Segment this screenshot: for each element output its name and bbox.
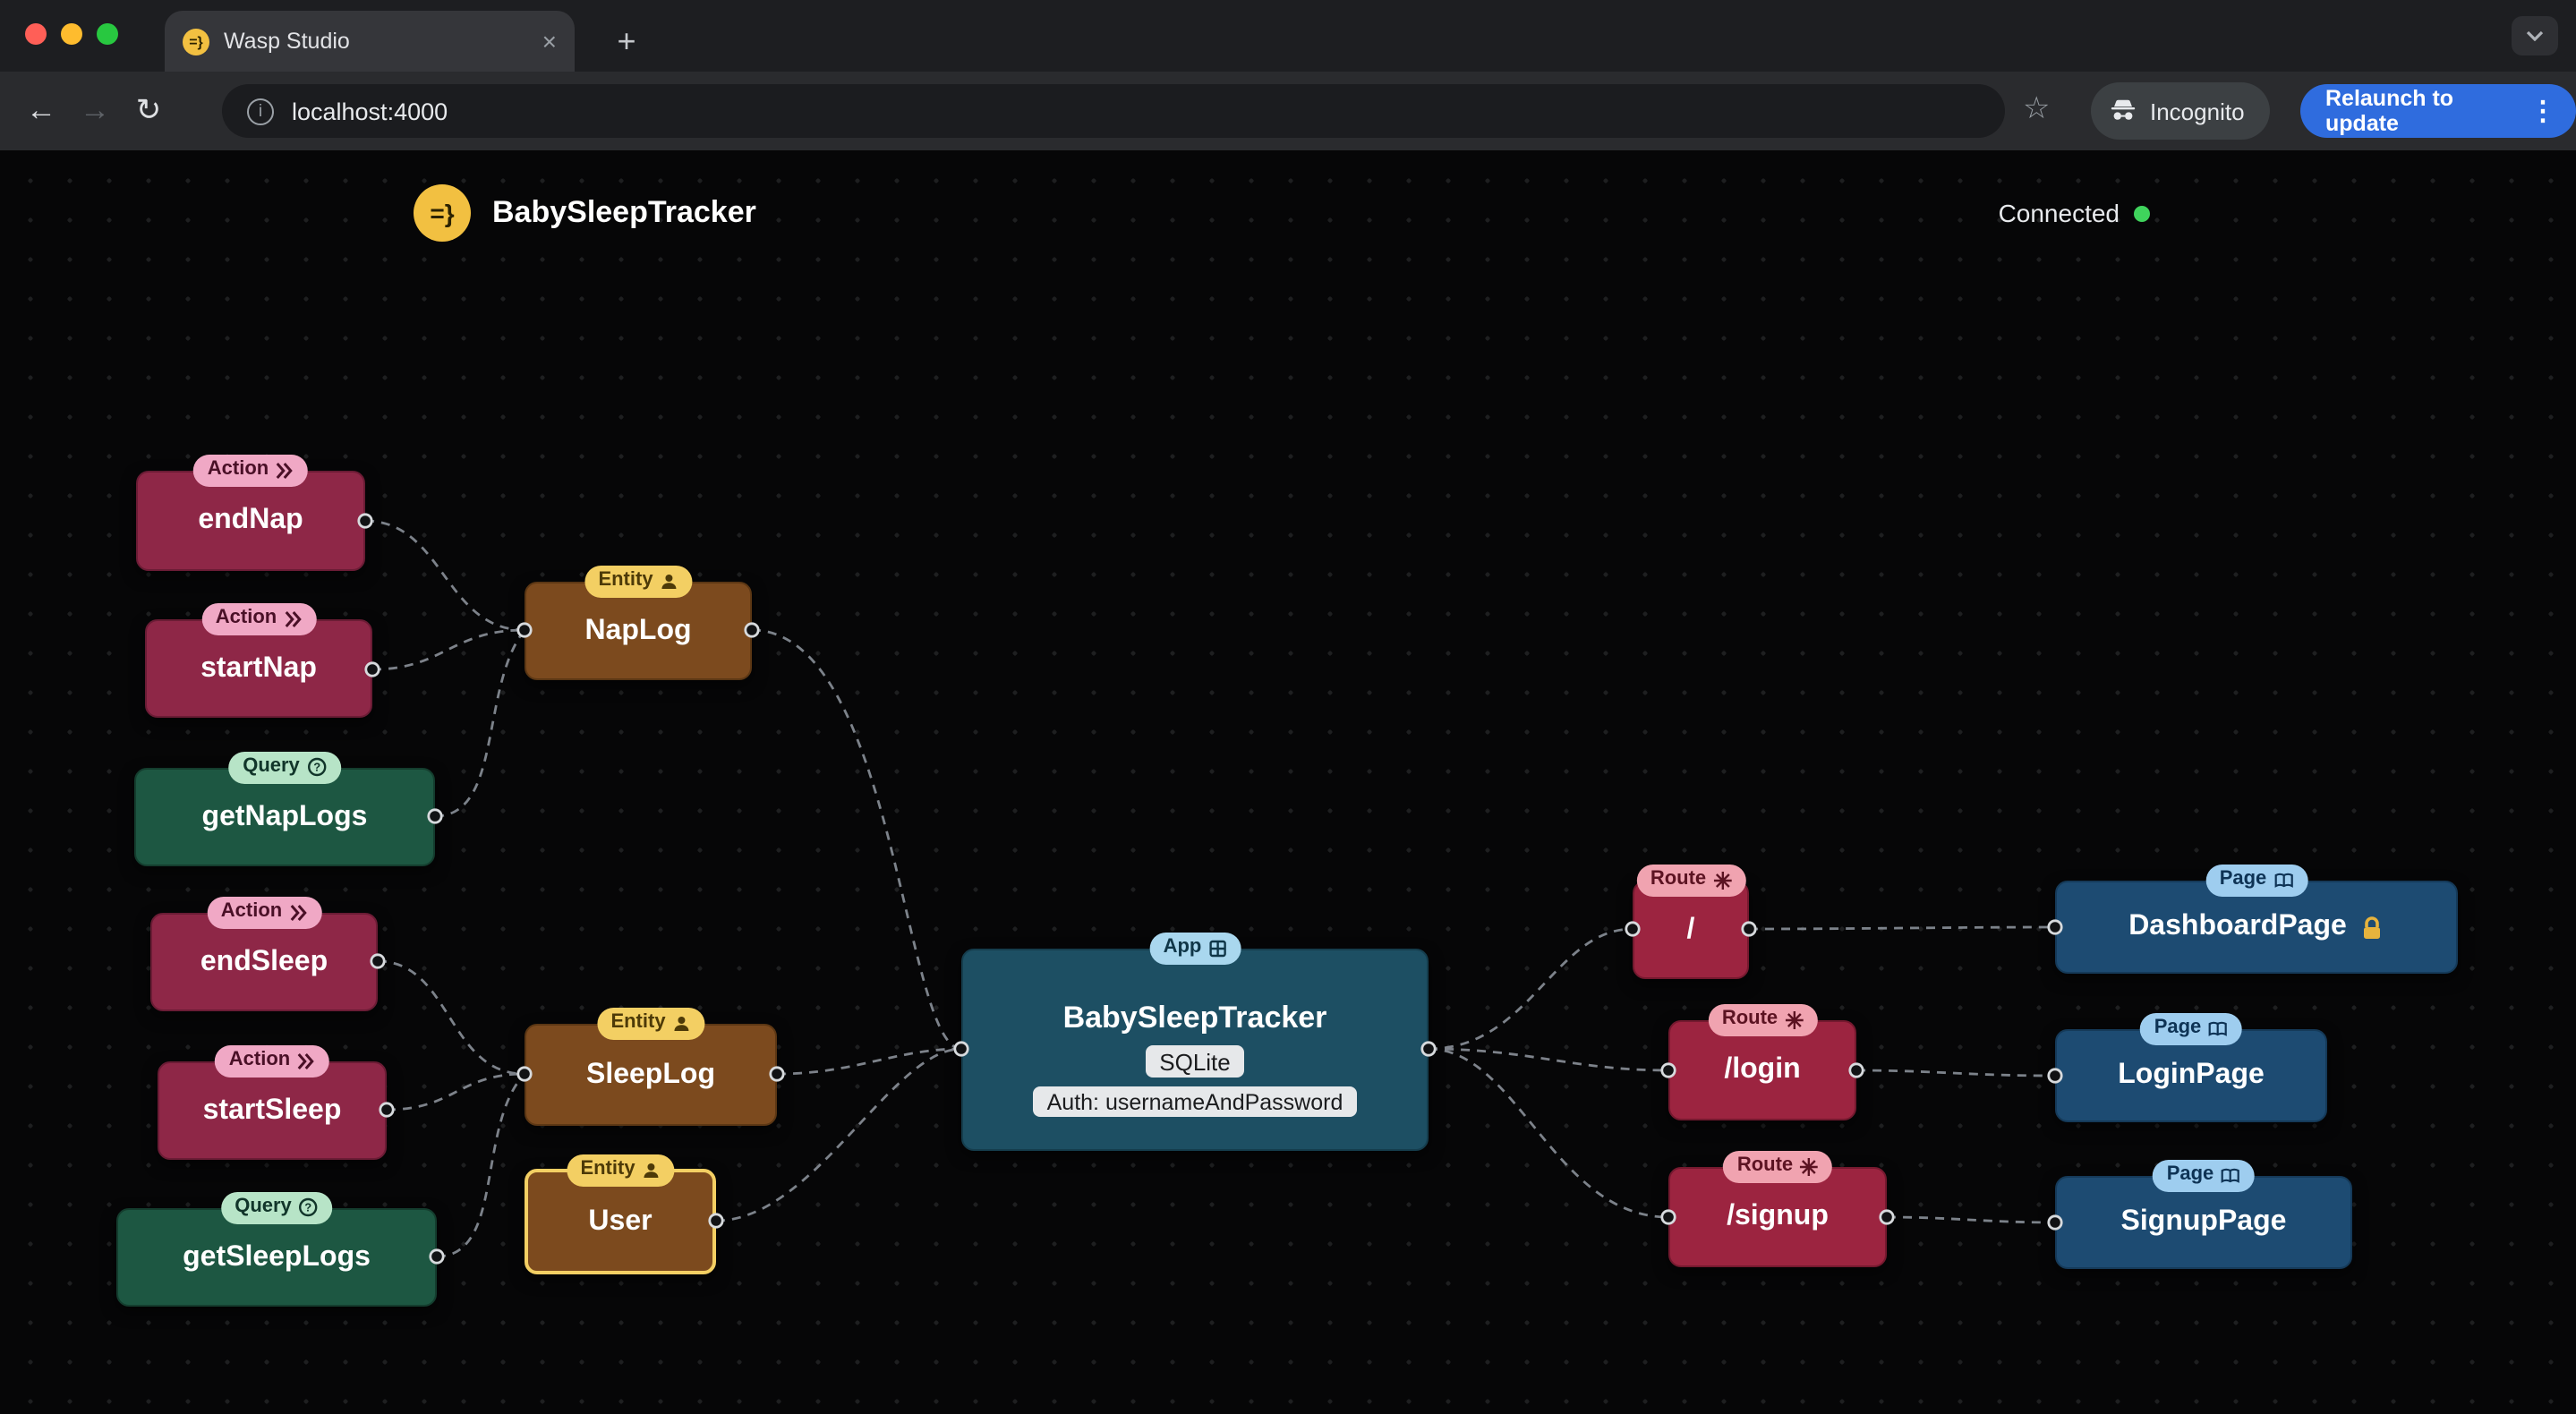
app-badge: App bbox=[1148, 933, 1241, 965]
action-badge: Action bbox=[192, 455, 309, 487]
chevrons-icon bbox=[298, 1052, 315, 1069]
book-icon bbox=[2274, 873, 2293, 888]
minimize-window-button[interactable] bbox=[61, 23, 82, 45]
page-badge: Page bbox=[2152, 1160, 2256, 1192]
entity-badge: Entity bbox=[596, 1008, 705, 1040]
back-button[interactable]: ← bbox=[26, 93, 56, 127]
chevrons-icon bbox=[285, 610, 302, 627]
action-badge: Action bbox=[206, 897, 322, 929]
question-icon: ? bbox=[307, 758, 326, 777]
page-header: =} BabySleepTracker bbox=[414, 184, 756, 242]
status-label: Connected bbox=[1998, 199, 2120, 227]
wasp-logo: =} bbox=[414, 184, 471, 242]
browser-tab[interactable]: =} Wasp Studio × bbox=[165, 11, 575, 72]
node-get-sleep-logs[interactable]: Query ? getSleepLogs bbox=[116, 1192, 437, 1307]
menu-kebab-icon[interactable]: ⋮ bbox=[2529, 96, 2556, 126]
node-end-sleep[interactable]: Action endSleep bbox=[150, 897, 378, 1011]
site-info-icon[interactable]: i bbox=[247, 98, 274, 124]
wasp-favicon-icon: =} bbox=[183, 28, 209, 55]
tab-title: Wasp Studio bbox=[224, 29, 350, 54]
person-icon bbox=[674, 1016, 689, 1031]
route-badge: Route bbox=[1635, 865, 1746, 897]
grid-icon bbox=[1209, 940, 1226, 957]
burst-icon bbox=[1785, 1010, 1804, 1029]
node-app[interactable]: App BabySleepTracker SQLite Auth: userna… bbox=[961, 933, 1429, 1151]
tab-strip: =} Wasp Studio × + bbox=[0, 0, 2576, 72]
app-title: BabySleepTracker bbox=[492, 195, 756, 229]
lock-icon bbox=[2363, 916, 2380, 938]
svg-text:?: ? bbox=[305, 1201, 312, 1214]
bookmark-star-icon[interactable]: ☆ bbox=[2023, 91, 2051, 125]
node-route-login[interactable]: Route /login bbox=[1668, 1004, 1856, 1120]
burst-icon bbox=[1800, 1157, 1819, 1176]
close-window-button[interactable] bbox=[25, 23, 47, 45]
forward-button[interactable]: → bbox=[80, 93, 110, 127]
node-start-sleep[interactable]: Action startSleep bbox=[158, 1045, 387, 1160]
tab-search-button[interactable] bbox=[2512, 16, 2558, 55]
node-start-nap[interactable]: Action startNap bbox=[145, 603, 372, 718]
book-icon bbox=[2209, 1021, 2228, 1036]
browser-toolbar: ← → ↻ i localhost:4000 ☆ Incognito Relau… bbox=[0, 72, 2576, 150]
entity-badge: Entity bbox=[566, 1154, 675, 1187]
query-badge: Query ? bbox=[228, 752, 341, 784]
page-badge: Page bbox=[2139, 1013, 2243, 1045]
route-badge: Route bbox=[1707, 1004, 1818, 1036]
chevrons-icon bbox=[290, 904, 307, 921]
node-route-root[interactable]: Route / bbox=[1633, 865, 1749, 979]
node-nap-log[interactable]: Entity NapLog bbox=[525, 566, 752, 680]
tab-close-icon[interactable]: × bbox=[542, 27, 557, 55]
chevrons-icon bbox=[277, 462, 294, 479]
db-badge: SQLite bbox=[1145, 1045, 1245, 1078]
person-icon bbox=[661, 574, 677, 589]
query-badge: Query ? bbox=[220, 1192, 333, 1224]
page-badge: Page bbox=[2205, 865, 2308, 897]
chevron-down-icon bbox=[2526, 30, 2544, 41]
new-tab-button[interactable]: + bbox=[617, 22, 636, 58]
node-dashboard-page[interactable]: Page DashboardPage bbox=[2055, 865, 2458, 974]
entity-badge: Entity bbox=[584, 566, 693, 598]
relaunch-label: Relaunch to update bbox=[2325, 86, 2454, 136]
app-node-title: BabySleepTracker bbox=[1062, 1001, 1327, 1035]
node-login-page[interactable]: Page LoginPage bbox=[2055, 1013, 2327, 1122]
connection-status: Connected bbox=[1999, 199, 2150, 227]
graph-canvas[interactable]: =} BabySleepTracker Connected bbox=[0, 150, 2576, 1414]
node-user[interactable]: Entity User bbox=[525, 1154, 716, 1274]
burst-icon bbox=[1713, 871, 1732, 890]
address-bar[interactable]: i localhost:4000 bbox=[222, 84, 2005, 138]
svg-text:?: ? bbox=[313, 761, 320, 774]
node-route-signup[interactable]: Route /signup bbox=[1668, 1151, 1887, 1267]
traffic-lights bbox=[25, 23, 118, 45]
incognito-badge: Incognito bbox=[2091, 82, 2270, 140]
node-signup-page[interactable]: Page SignupPage bbox=[2055, 1160, 2352, 1269]
auth-badge: Auth: usernameAndPassword bbox=[1032, 1086, 1358, 1117]
url-text: localhost:4000 bbox=[292, 98, 448, 124]
action-badge: Action bbox=[214, 1045, 330, 1078]
node-get-nap-logs[interactable]: Query ? getNapLogs bbox=[134, 752, 435, 866]
incognito-label: Incognito bbox=[2150, 98, 2245, 124]
question-icon: ? bbox=[299, 1198, 318, 1217]
status-dot-icon bbox=[2134, 205, 2150, 221]
incognito-icon bbox=[2111, 99, 2136, 120]
book-icon bbox=[2222, 1168, 2240, 1183]
node-sleep-log[interactable]: Entity SleepLog bbox=[525, 1008, 777, 1126]
node-end-nap[interactable]: Action endNap bbox=[136, 455, 365, 571]
reload-button[interactable]: ↻ bbox=[135, 93, 162, 127]
zoom-window-button[interactable] bbox=[97, 23, 118, 45]
relaunch-button[interactable]: Relaunch to update ⋮ bbox=[2300, 84, 2576, 138]
route-badge: Route bbox=[1722, 1151, 1833, 1183]
action-badge: Action bbox=[200, 603, 317, 635]
person-icon bbox=[644, 1163, 659, 1178]
